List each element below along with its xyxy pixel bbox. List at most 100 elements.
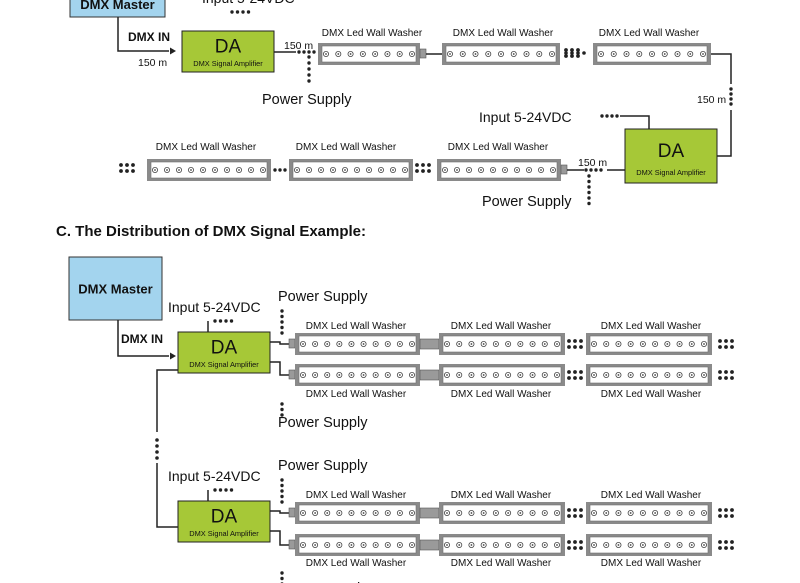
dot	[576, 48, 580, 52]
led-core	[666, 544, 669, 546]
led-core	[302, 512, 304, 514]
dot	[297, 50, 301, 54]
distance-label: 150 m	[578, 157, 607, 169]
led-core	[350, 544, 353, 546]
dot	[579, 370, 583, 374]
dot	[587, 196, 591, 200]
led-core	[617, 343, 620, 345]
led-core	[690, 343, 693, 345]
led-wall-washer	[147, 159, 271, 181]
amplifier-box	[177, 331, 271, 374]
dot	[587, 179, 591, 184]
led-wall-washer	[439, 502, 565, 524]
led-core	[474, 53, 477, 55]
master-to-amp-cable	[117, 17, 169, 52]
power-supply-dots	[587, 174, 591, 206]
led-core	[320, 169, 322, 171]
dot	[729, 97, 733, 101]
dot	[280, 571, 284, 575]
led-core	[525, 53, 528, 55]
led-core	[338, 374, 341, 376]
washer-label: DMX Led Wall Washer	[451, 321, 552, 332]
input-cable	[620, 115, 650, 129]
led-core	[302, 374, 304, 376]
dot	[724, 540, 728, 544]
dot	[125, 169, 129, 173]
continuation-dots-grid	[718, 370, 734, 380]
washer-lens	[298, 335, 417, 353]
dot	[724, 514, 728, 518]
led-core	[703, 374, 705, 376]
dot	[730, 514, 734, 518]
led-core	[605, 544, 608, 546]
led-wall-washer	[295, 502, 420, 524]
led-core	[494, 374, 497, 376]
input-dots	[230, 10, 251, 14]
distance-label: 150 m	[284, 40, 313, 52]
led-core	[543, 343, 546, 345]
dot	[729, 87, 733, 91]
led-core	[690, 374, 693, 376]
led-core	[507, 544, 510, 546]
power-supply-label: Power Supply	[278, 581, 368, 583]
amplifier-box	[624, 128, 718, 184]
led-core	[154, 169, 156, 171]
dot	[729, 92, 733, 96]
led-core	[494, 544, 497, 546]
dot	[125, 163, 129, 167]
led-core	[398, 343, 401, 345]
dot	[280, 489, 284, 493]
washer-lens	[321, 45, 417, 63]
led-core	[398, 53, 401, 55]
led-core	[398, 544, 401, 546]
dot	[280, 314, 284, 319]
led-core	[374, 343, 377, 345]
dot	[218, 488, 223, 492]
dot	[155, 444, 159, 448]
dot	[246, 10, 251, 14]
dot	[718, 370, 722, 374]
led-core	[349, 53, 352, 55]
dot	[570, 54, 574, 58]
dot	[718, 376, 722, 380]
led-core	[666, 512, 669, 514]
led-core	[507, 343, 510, 345]
led-core	[507, 374, 510, 376]
dot	[155, 456, 159, 460]
dot	[235, 10, 240, 14]
led-core	[446, 374, 448, 376]
led-core	[386, 544, 389, 546]
led-core	[663, 53, 666, 55]
power-supply-label: Power Supply	[278, 289, 368, 305]
dot	[280, 407, 284, 412]
led-core	[556, 374, 558, 376]
washer-label: DMX Led Wall Washer	[448, 142, 549, 153]
led-core	[543, 544, 546, 546]
led-core	[326, 374, 329, 376]
led-core	[480, 169, 482, 171]
dot	[280, 402, 284, 406]
link-dots	[273, 168, 287, 172]
dot	[579, 514, 583, 518]
led-core	[368, 169, 370, 171]
dot	[573, 376, 577, 380]
continuation-dots-grid	[718, 508, 734, 518]
output-dots	[297, 50, 316, 54]
led-core	[178, 169, 180, 171]
amp-output-cable	[270, 361, 289, 376]
washer-label: DMX Led Wall Washer	[306, 558, 407, 569]
led-core	[386, 374, 389, 376]
cable-connector	[288, 338, 296, 349]
led-core	[314, 544, 317, 546]
dot	[280, 320, 284, 324]
led-core	[617, 544, 620, 546]
distance-label: 150 m	[697, 94, 726, 106]
dot	[579, 540, 583, 544]
dot	[573, 508, 577, 512]
dmx-in-label: DMX IN	[121, 332, 163, 346]
amplifier-da-label: DA	[211, 506, 238, 527]
washer-label: DMX Led Wall Washer	[306, 321, 407, 332]
led-core	[386, 343, 389, 345]
